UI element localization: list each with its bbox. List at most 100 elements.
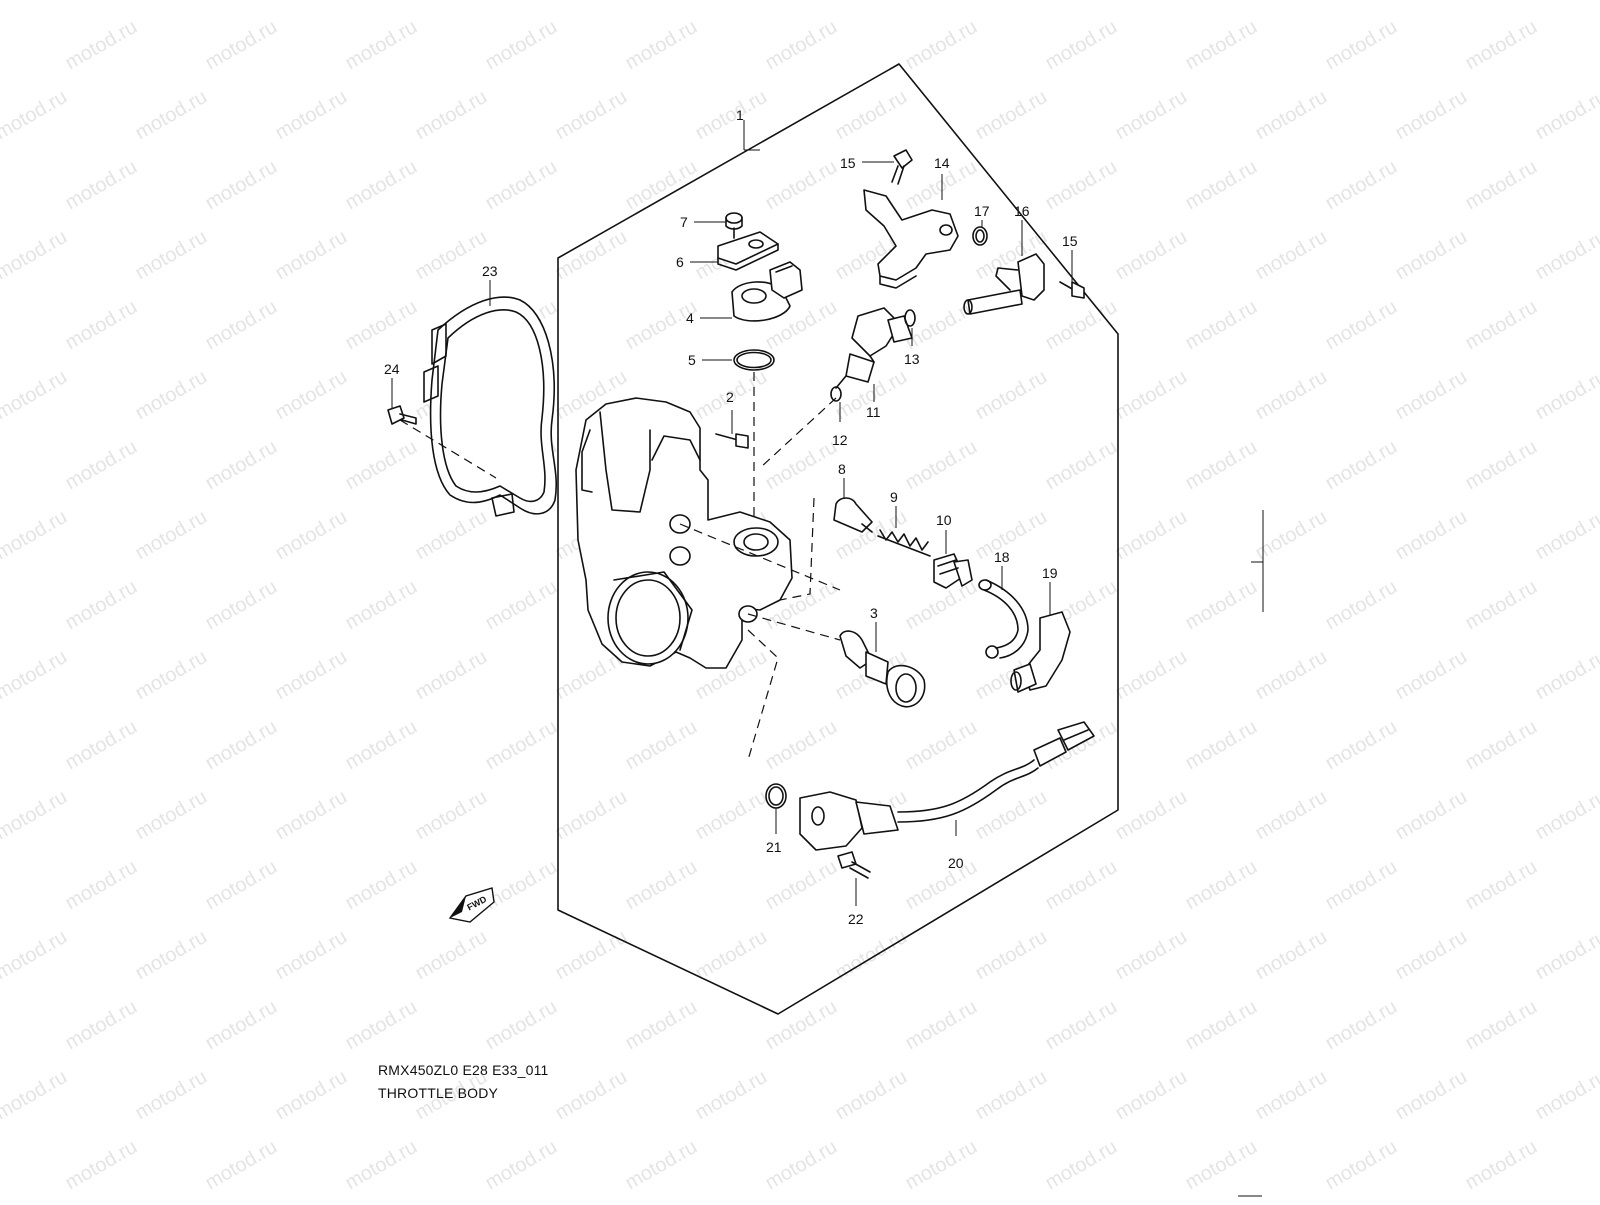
watermark-text: motod.ru: [692, 0, 771, 4]
watermark-text: motod.ru: [1392, 646, 1471, 705]
watermark-text: motod.ru: [972, 1066, 1051, 1125]
watermark-text: motod.ru: [1252, 0, 1331, 4]
watermark-text: motod.ru: [1322, 436, 1401, 495]
watermark-text: motod.ru: [1462, 156, 1541, 215]
watermark-text: motod.ru: [902, 16, 981, 75]
part-10-nut: [934, 554, 972, 588]
watermark-text: motod.ru: [1182, 1136, 1261, 1195]
part-13-o-ring: [905, 310, 915, 326]
watermark-text: motod.ru: [482, 16, 561, 75]
watermark-text: motod.ru: [0, 1136, 1, 1195]
watermark-text: motod.ru: [902, 436, 981, 495]
watermark-text: motod.ru: [1042, 436, 1121, 495]
part-8-plunger: [834, 498, 872, 532]
watermark-text: motod.ru: [902, 856, 981, 915]
watermark-text: motod.ru: [1252, 1066, 1331, 1125]
watermark-text: motod.ru: [482, 1136, 561, 1195]
watermark-text: motod.ru: [272, 86, 351, 145]
watermark-text: motod.ru: [1112, 86, 1191, 145]
watermark-text: motod.ru: [1042, 296, 1121, 355]
watermark-text: motod.ru: [1252, 86, 1331, 145]
watermark-text: motod.ru: [1182, 716, 1261, 775]
watermark-text: motod.ru: [272, 366, 351, 425]
watermark-text: motod.ru: [272, 926, 351, 985]
watermark-text: motod.ru: [202, 576, 281, 635]
watermark-text: motod.ru: [1322, 16, 1401, 75]
callout-12: 12: [832, 432, 848, 448]
watermark-text: motod.ru: [1182, 16, 1261, 75]
watermark-text: motod.ru: [762, 1136, 841, 1195]
watermark-text: motod.ru: [762, 156, 841, 215]
watermark-text: motod.ru: [272, 786, 351, 845]
watermark-text: motod.ru: [482, 156, 561, 215]
watermark-text: motod.ru: [1182, 296, 1261, 355]
watermark-text: motod.ru: [832, 1066, 911, 1125]
watermark-text: motod.ru: [972, 366, 1051, 425]
watermark-text: motod.ru: [1252, 366, 1331, 425]
watermark-text: motod.ru: [202, 1136, 281, 1195]
watermark-text: motod.ru: [1322, 996, 1401, 1055]
part-19-elbow: [1011, 612, 1070, 692]
watermark-text: motod.ru: [0, 576, 1, 635]
watermark-text: motod.ru: [1252, 646, 1331, 705]
watermark-text: motod.ru: [1392, 786, 1471, 845]
watermark-text: motod.ru: [132, 0, 211, 4]
watermark-text: motod.ru: [832, 0, 911, 4]
throttle-body-main: [576, 398, 792, 668]
watermark-text: motod.ru: [0, 436, 1, 495]
watermark-text: motod.ru: [1042, 1136, 1121, 1195]
watermark-text: motod.ru: [1532, 0, 1600, 4]
watermark-text: motod.ru: [622, 1136, 701, 1195]
callout-4: 4: [686, 310, 694, 326]
watermark-text: motod.ru: [0, 156, 1, 215]
watermark-text: motod.ru: [132, 86, 211, 145]
watermark-text: motod.ru: [412, 786, 491, 845]
watermark-text: motod.ru: [272, 226, 351, 285]
watermark-text: motod.ru: [1462, 856, 1541, 915]
watermark-text: motod.ru: [762, 856, 841, 915]
watermark-text: motod.ru: [1392, 926, 1471, 985]
watermark-text: motod.ru: [1042, 856, 1121, 915]
watermark-text: motod.ru: [0, 16, 1, 75]
watermark-text: motod.ru: [0, 226, 71, 285]
part-2-screw: [716, 434, 748, 448]
callout-21: 21: [766, 839, 782, 855]
watermark-text: motod.ru: [1392, 1066, 1471, 1125]
part-4-sensor: [732, 262, 802, 321]
watermark-text: motod.ru: [342, 16, 421, 75]
callout-7: 7: [680, 214, 688, 230]
watermark-text: motod.ru: [1322, 716, 1401, 775]
callout-9: 9: [890, 489, 898, 505]
watermark-text: motod.ru: [0, 716, 1, 775]
watermark-text: motod.ru: [482, 716, 561, 775]
watermark-text: motod.ru: [0, 996, 1, 1055]
watermark-text: motod.ru: [622, 16, 701, 75]
watermark-text: motod.ru: [622, 856, 701, 915]
watermark-text: motod.ru: [552, 1066, 631, 1125]
watermark-text: motod.ru: [342, 296, 421, 355]
watermark-text: motod.ru: [412, 226, 491, 285]
watermark-text: motod.ru: [1532, 86, 1600, 145]
watermark-text: motod.ru: [0, 646, 71, 705]
watermark-text: motod.ru: [342, 856, 421, 915]
callout-3: 3: [870, 605, 878, 621]
watermark-text: motod.ru: [1112, 1066, 1191, 1125]
watermark-text: motod.ru: [0, 296, 1, 355]
watermark-text: motod.ru: [1392, 366, 1471, 425]
watermark-text: motod.ru: [342, 436, 421, 495]
watermark-text: motod.ru: [342, 716, 421, 775]
watermark-text: motod.ru: [202, 296, 281, 355]
callout-2: 2: [726, 389, 734, 405]
watermark-text: motod.ru: [62, 436, 141, 495]
callout-15-right: 15: [1062, 233, 1078, 249]
watermark-text: motod.ru: [412, 926, 491, 985]
watermark-text: motod.ru: [62, 1136, 141, 1195]
callout-18: 18: [994, 549, 1010, 565]
watermark-text: motod.ru: [1182, 156, 1261, 215]
watermark-text: motod.ru: [272, 506, 351, 565]
watermark-text: motod.ru: [482, 856, 561, 915]
watermark-text: motod.ru: [1392, 226, 1471, 285]
watermark-text: motod.ru: [552, 86, 631, 145]
watermark-text: motod.ru: [902, 1136, 981, 1195]
